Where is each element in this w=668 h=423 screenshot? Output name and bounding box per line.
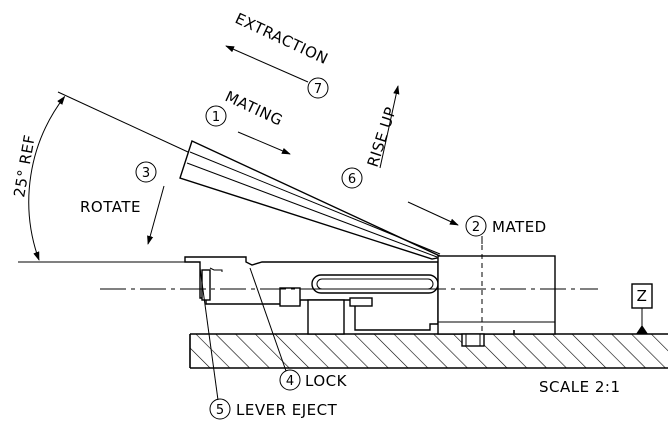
- lever-eject-label: LEVER EJECT: [236, 401, 338, 419]
- rotate-arrow: [147, 185, 165, 245]
- step-2-circle: [465, 215, 487, 237]
- step-6-circle: [341, 167, 363, 189]
- extraction-callout: EXTRACTION 7: [225, 9, 331, 99]
- step-4-circle: [279, 369, 301, 391]
- step-7-circle: [307, 77, 329, 99]
- lever-eject-callout: 5 LEVER EJECT: [199, 267, 338, 420]
- lock-leader: [249, 267, 287, 372]
- mated-callout: 2 MATED: [407, 201, 547, 237]
- angle-dimension-arc: [28, 95, 66, 261]
- lever-eject-leader: [199, 267, 219, 401]
- angle-reference: [18, 91, 196, 263]
- receptacle: [437, 236, 556, 347]
- rotate-callout: 3 ROTATE: [80, 161, 165, 245]
- mating-label: MATING: [222, 87, 285, 129]
- mating-arrow: [237, 131, 291, 155]
- step-5-circle: [209, 398, 231, 420]
- connector-body: [184, 256, 439, 335]
- step-1-number: 1: [212, 110, 220, 125]
- datum-z: Z: [631, 283, 653, 334]
- scale-note: SCALE 2:1: [539, 378, 621, 396]
- datum-label: Z: [637, 287, 648, 305]
- step-7-number: 7: [314, 82, 322, 97]
- step-3-circle: [135, 161, 157, 183]
- step-1-circle: [205, 105, 227, 127]
- angle-label: 25° REF: [10, 133, 39, 199]
- step-4-number: 4: [286, 374, 294, 389]
- mated-label: MATED: [492, 218, 547, 236]
- mated-arrow: [407, 201, 459, 226]
- extraction-arrow: [225, 45, 309, 83]
- rise-up-callout: RISE UP 6: [341, 85, 400, 189]
- extraction-label: EXTRACTION: [232, 9, 331, 68]
- rise-up-arrow: [379, 85, 400, 169]
- lock-label: LOCK: [305, 372, 348, 390]
- mating-callout: 1 MATING: [205, 87, 291, 155]
- step-5-number: 5: [216, 403, 224, 418]
- inclined-module: [179, 140, 445, 260]
- rotate-label: ROTATE: [80, 198, 141, 216]
- base-plate: [189, 333, 668, 369]
- step-6-number: 6: [348, 172, 356, 187]
- step-2-number: 2: [472, 220, 480, 235]
- lock-callout: 4 LOCK: [249, 267, 348, 391]
- inclined-reference-line: [57, 91, 189, 153]
- step-3-number: 3: [142, 166, 150, 181]
- rise-up-label: RISE UP: [364, 105, 400, 170]
